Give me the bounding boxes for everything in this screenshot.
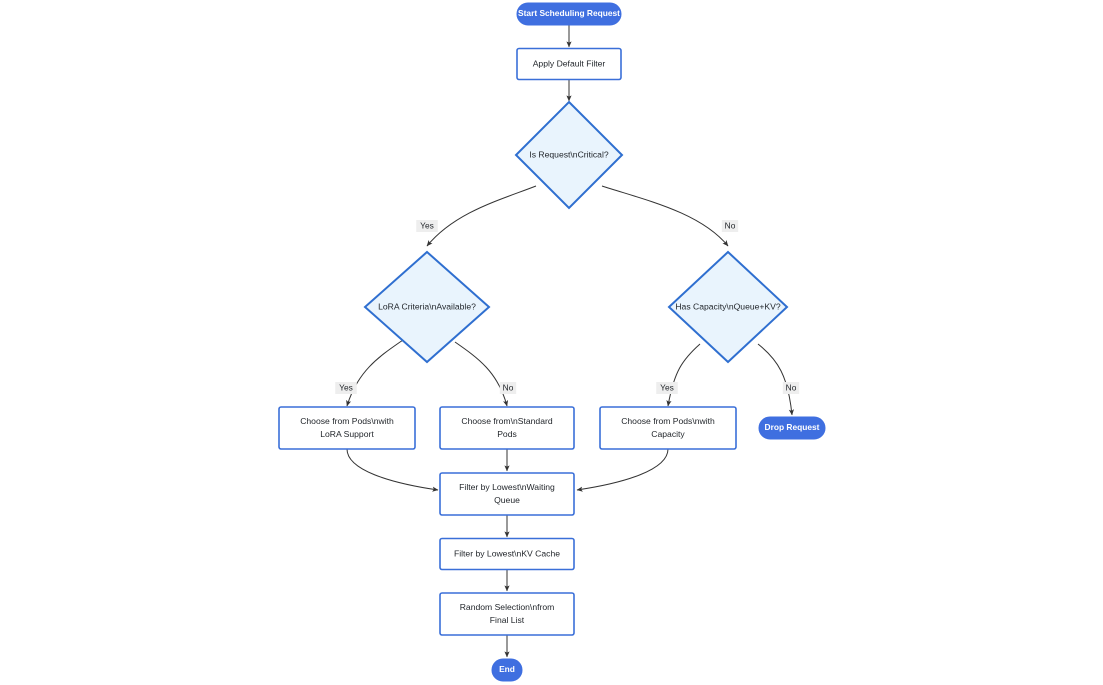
node-label-drop_request: Drop Request	[765, 422, 820, 432]
node-shape-rect	[439, 537, 575, 571]
edge-label-lora_criteria_available-no: No	[499, 382, 517, 394]
edge-label-text: Yes	[660, 383, 674, 393]
node-start[interactable]: Start Scheduling Request	[516, 2, 622, 26]
edge-is_request_critical-to-has_capacity	[601, 185, 729, 247]
node-label-choose_standard_pods: Pods	[497, 429, 517, 439]
node-label-filter_kv_cache: Filter by Lowest\nKV Cache	[454, 548, 560, 558]
node-shape-rect	[439, 472, 575, 516]
node-label-choose_lora_pods: Choose from Pods\nwith	[300, 416, 394, 426]
edge-label-is_request_critical-no: No	[721, 220, 739, 232]
node-end[interactable]: End	[491, 658, 523, 682]
edge-label-has_capacity-no: No	[782, 382, 800, 394]
node-shape-diamond	[514, 100, 624, 210]
node-label-choose_lora_pods: LoRA Support	[320, 429, 374, 439]
node-shape-rect	[278, 406, 416, 450]
edge-label-has_capacity-yes: Yes	[656, 382, 678, 394]
edge-label-background	[416, 220, 438, 232]
edge-label-lora_criteria_available-yes: Yes	[335, 382, 357, 394]
edge-has_capacity-to-choose_capacity_pods	[666, 343, 701, 407]
edge-lora_criteria_available-to-choose_standard_pods	[454, 341, 509, 407]
edge-label-background	[782, 382, 800, 394]
edge-lora_criteria_available-to-choose_lora_pods	[346, 339, 404, 407]
edge-label-text: Yes	[339, 383, 353, 393]
node-label-start: Start Scheduling Request	[518, 8, 620, 18]
node-shape-pill	[516, 2, 622, 26]
edge-label-background	[721, 220, 739, 232]
edge-label-text: No	[503, 383, 514, 393]
node-label-filter_waiting_queue: Filter by Lowest\nWaiting	[459, 482, 555, 492]
edge-label-background	[656, 382, 678, 394]
node-label-has_capacity: Has Capacity\nQueue+KV?	[675, 301, 781, 311]
node-label-random_selection: Final List	[490, 615, 525, 625]
node-shape-rect	[439, 592, 575, 636]
edge-label-text: No	[786, 383, 797, 393]
edge-label-text: No	[725, 221, 736, 231]
edges-group	[346, 25, 795, 658]
edge-label-is_request_critical-yes: Yes	[416, 220, 438, 232]
edge-label-background	[335, 382, 357, 394]
node-shape-pill	[758, 416, 826, 440]
node-shape-rect	[439, 406, 575, 450]
node-shape-diamond	[363, 250, 491, 364]
node-shape-rect	[516, 47, 622, 81]
node-label-end: End	[499, 664, 515, 674]
node-label-choose_capacity_pods: Choose from Pods\nwith	[621, 416, 715, 426]
node-shape-rect	[599, 406, 737, 450]
node-apply_default_filter[interactable]: Apply Default Filter	[516, 47, 622, 81]
node-label-choose_capacity_pods: Capacity	[651, 429, 685, 439]
node-label-lora_criteria_available: LoRA Criteria\nAvailable?	[378, 301, 476, 311]
node-label-filter_waiting_queue: Queue	[494, 495, 520, 505]
edge-is_request_critical-to-lora_criteria_available	[426, 185, 537, 247]
node-filter_kv_cache[interactable]: Filter by Lowest\nKV Cache	[439, 537, 575, 571]
node-label-apply_default_filter: Apply Default Filter	[533, 58, 606, 68]
node-drop_request[interactable]: Drop Request	[758, 416, 826, 440]
node-label-random_selection: Random Selection\nfrom	[460, 602, 555, 612]
node-is_request_critical[interactable]: Is Request\nCritical?	[514, 100, 624, 210]
edge-label-background	[499, 382, 517, 394]
node-label-choose_standard_pods: Choose from\nStandard	[461, 416, 552, 426]
node-has_capacity[interactable]: Has Capacity\nQueue+KV?	[667, 250, 789, 364]
edge-label-text: Yes	[420, 221, 434, 231]
node-shape-pill	[491, 658, 523, 682]
node-label-is_request_critical: Is Request\nCritical?	[529, 149, 609, 159]
edge-choose_capacity_pods-to-filter_waiting_queue	[576, 448, 669, 492]
edge-has_capacity-to-drop_request	[757, 343, 795, 416]
edge-choose_lora_pods-to-filter_waiting_queue	[346, 448, 439, 492]
node-lora_criteria_available[interactable]: LoRA Criteria\nAvailable?	[363, 250, 491, 364]
node-shape-diamond	[667, 250, 789, 364]
